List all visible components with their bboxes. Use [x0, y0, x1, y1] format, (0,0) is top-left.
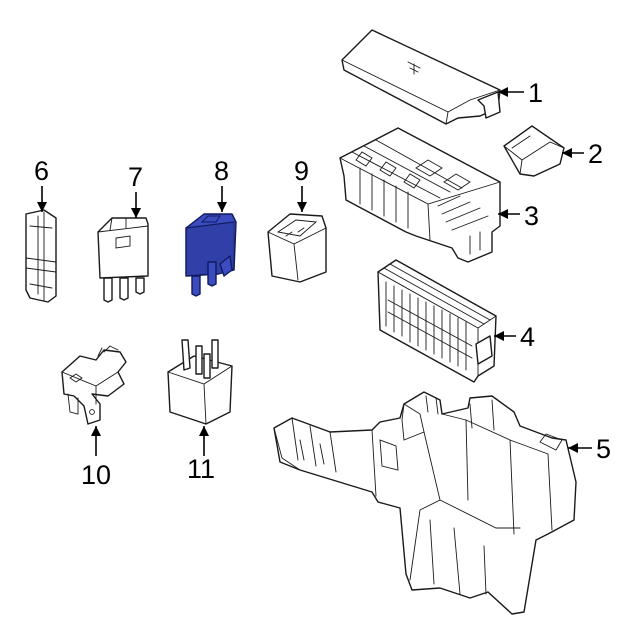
- callout-3: 3: [524, 201, 539, 231]
- leader-10: [91, 426, 101, 456]
- leader-1: [498, 87, 524, 97]
- callout-2: 2: [588, 139, 603, 169]
- callout-9: 9: [294, 156, 309, 186]
- part-7-mini-fuse: [97, 217, 149, 303]
- callout-11: 11: [187, 454, 215, 484]
- callout-8: 8: [214, 156, 229, 186]
- leader-6: [37, 186, 47, 212]
- leader-8: [217, 186, 227, 212]
- leader-5: [568, 443, 592, 453]
- leader-4: [494, 331, 516, 341]
- callout-6: 6: [34, 156, 49, 186]
- leader-2: [562, 148, 584, 158]
- callout-7: 7: [128, 162, 143, 192]
- part-3-upper-housing: [339, 127, 501, 263]
- callout-1: 1: [528, 78, 543, 108]
- leader-3: [498, 209, 520, 219]
- part-4-terminal-block: [377, 259, 497, 383]
- leader-lines: [37, 87, 592, 456]
- part-9-cartridge-fuse: [267, 213, 327, 283]
- part-10-bracket: [61, 345, 127, 425]
- part-6-fuse-puller: [25, 209, 57, 303]
- callout-numbers: 1 2 3 4 5 6 7 8 9 10 11: [34, 78, 611, 490]
- part-1-cover: [341, 29, 501, 125]
- part-5-base-housing: [273, 391, 577, 615]
- part-11-relay: [167, 339, 233, 425]
- leader-7: [131, 192, 141, 218]
- leader-9: [297, 186, 307, 212]
- part-8-highlighted-fuse: [185, 213, 237, 297]
- leader-11: [199, 426, 209, 456]
- callout-5: 5: [596, 434, 611, 464]
- callout-10: 10: [81, 460, 111, 490]
- callout-4: 4: [520, 322, 535, 352]
- part-2-relay-cover: [503, 125, 565, 177]
